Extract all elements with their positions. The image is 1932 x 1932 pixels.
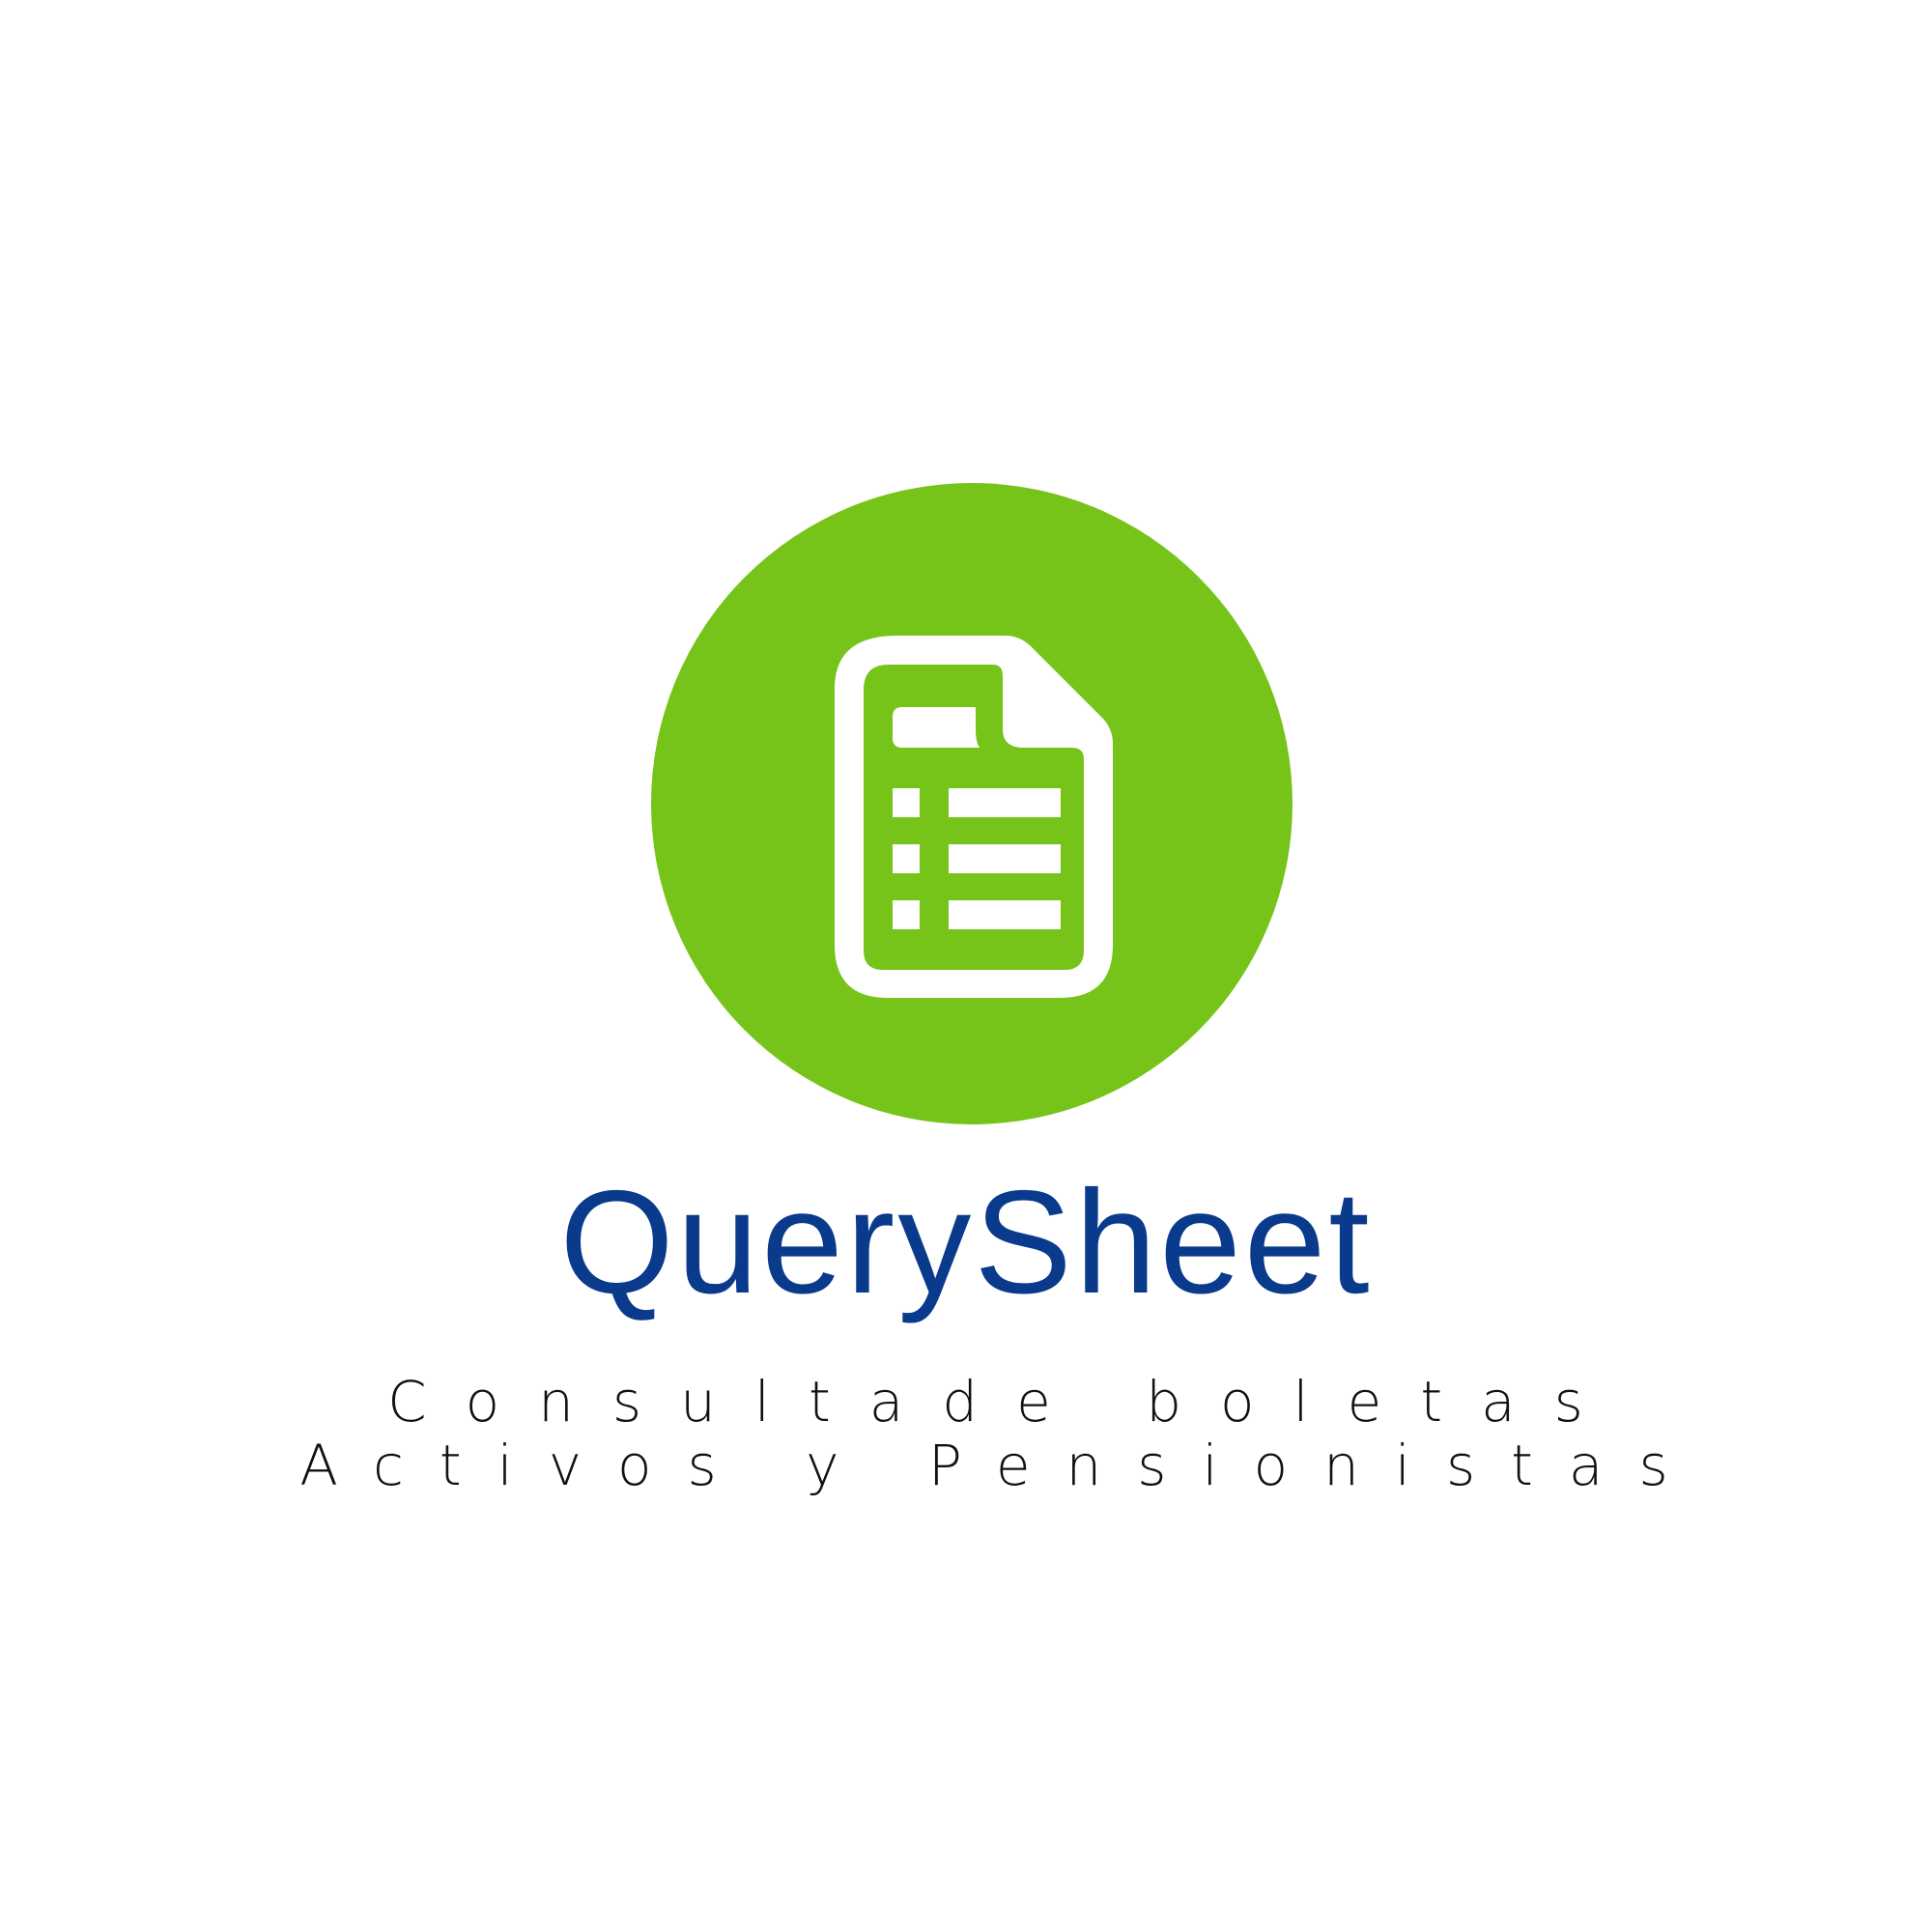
tagline-line-2: Activos y Pensionistas <box>299 1433 1704 1498</box>
tagline-line-1: Consultade boletas <box>387 1369 1622 1435</box>
brand-name: QuerySheet <box>559 1160 1373 1324</box>
spreadsheet-document-icon <box>835 636 1113 998</box>
logo-circle <box>651 483 1293 1124</box>
